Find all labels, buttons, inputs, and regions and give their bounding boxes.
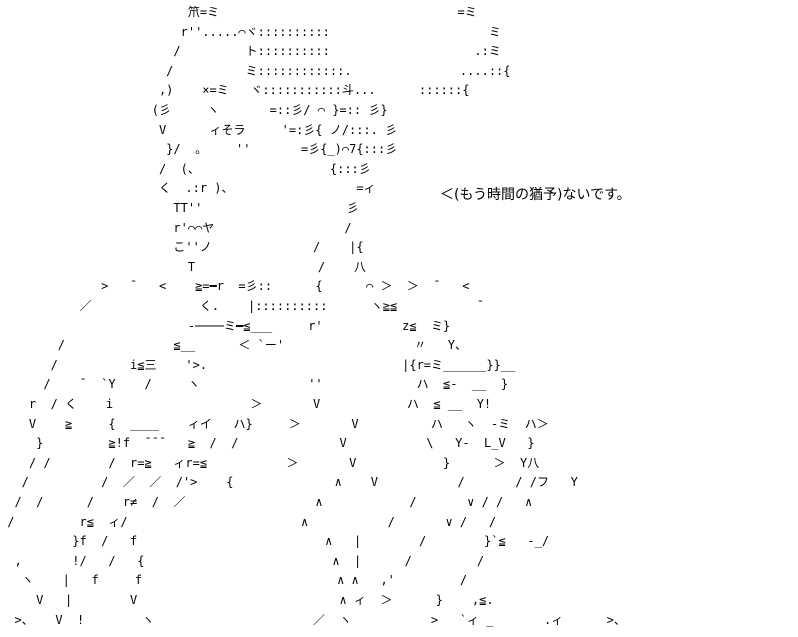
- ascii-art-line: V | V ∧ ィ ＞ } ,≦.: [0, 593, 494, 607]
- ascii-art-line: / ミ::::::::::::. ....::{: [0, 63, 511, 78]
- ascii-art-line: / ト:::::::::: .:ミ: [0, 44, 501, 59]
- ascii-art-line: / / ／ ／ /'> { ∧ V / / /フ Y: [0, 475, 578, 490]
- ascii-art-line: r / く i ＞ V ハ ≦ __ Y!: [0, 397, 492, 411]
- ascii-art-line: TT'' 彡: [0, 201, 359, 215]
- ascii-art-line: >、 V ! ヽ ／ ヽ > `ィ _ .ィ >、: [0, 612, 626, 627]
- ascii-art-line: ヽ | f f ∧ ∧ ,' /: [0, 573, 468, 588]
- ascii-art-line: -────ミ━≦___ r' z≦ ミ}: [0, 318, 451, 333]
- ascii-art-line: V ≧ { ____ ィイ ハ} ＞ V ハ ヽ -ミ ハ＞: [0, 416, 549, 431]
- ascii-art-line: , !/ / { ∧ | / /: [0, 553, 485, 568]
- ascii-art-line: ／ く. |:::::::::: ヽ≧≦ ¯: [0, 299, 484, 313]
- ascii-art-line: ,) ×=ミ ヾ:::::::::::斗... ::::::{: [0, 83, 470, 98]
- ascii-art-line: / / / r≠ / ／ ∧ / ∨ / / ∧: [0, 495, 533, 509]
- ascii-art-line: V ィそラ '=:彡{ ノ/:::. 彡: [0, 122, 398, 137]
- ascii-art-line: > ¯ < ≧=━r =彡:: { ⌒ ＞ ＞ ¯ <: [0, 279, 470, 294]
- ascii-art-line: / ≦__ ＜ `ー' 〃 Y、: [0, 338, 468, 353]
- ascii-art-line: / / / r=≧ ィr=≦ ＞ V } ＞ Y八: [0, 455, 540, 470]
- ascii-art-line: r'⌒⌒ヤ /: [0, 220, 352, 235]
- ascii-art-line: / ¯ `Y / ヽ '' ハ ≦- __ }: [0, 377, 509, 392]
- ascii-art-line: こ''ノ / |{: [0, 240, 364, 255]
- speech-text: ＜(もう時間の猶予)ないです。: [440, 187, 631, 203]
- ascii-art-line: / r≦ ィ/ ∧ / ∨ / /: [0, 514, 497, 529]
- ascii-art-line: r''.....⌒ヾ:::::::::: ミ: [0, 24, 501, 39]
- ascii-art-line: く .:r )、 =ィ: [0, 181, 376, 196]
- ascii-art-line: T / 八: [0, 259, 367, 274]
- ascii-art-line: / (、 {:::彡: [0, 161, 371, 176]
- ascii-art-line: (彡 ヽ =::彡/ ⌒ }=:: 彡}: [0, 103, 388, 117]
- ascii-art-line: 笊=ミ =ミ: [0, 5, 477, 19]
- ascii-art-line: }f / f ∧ | / }`≦ -_/: [0, 534, 550, 549]
- ascii-art-line: / i≦三 '>. |{r=ミ______}}__: [0, 357, 516, 372]
- ascii-art-line: }/ 。 '' =彡{_)⌒7{:::彡: [0, 142, 398, 157]
- ascii-art-line: } ≧!f ¯¯¯ ≧ / / V \ Y- L_V }: [0, 436, 535, 451]
